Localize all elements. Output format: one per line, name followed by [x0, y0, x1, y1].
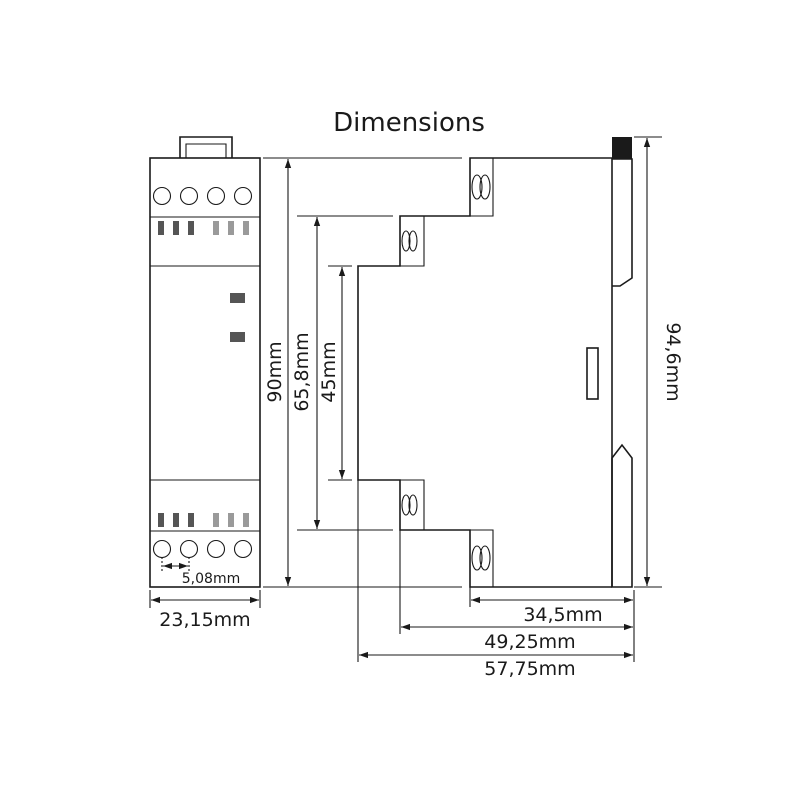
status-led	[230, 332, 245, 342]
terminal-screw-icon	[206, 539, 226, 559]
depth-49-label: 49,25mm	[484, 631, 575, 653]
height-94-label: 94,6mm	[662, 322, 684, 401]
top-wire-slots	[158, 221, 249, 235]
wire-slot	[213, 513, 219, 527]
side-terminal-top-inner	[400, 215, 425, 267]
wire-slot	[188, 221, 194, 235]
terminal-screw-icon	[179, 186, 199, 206]
front-view: 5,08mm 23,15mm	[149, 136, 261, 631]
pitch-label: 5,08mm	[182, 571, 240, 587]
wire-slot	[243, 513, 249, 527]
depth-34-label: 34,5mm	[523, 604, 602, 626]
wire-slot	[188, 513, 194, 527]
front-body-outline	[149, 157, 261, 588]
top-terminal-row	[152, 186, 253, 206]
din-rail-upper-clip	[612, 158, 633, 287]
side-view: 90mm 65,8mm 45mm 94,6mm 34,5mm 49,25mm 5…	[263, 136, 684, 680]
terminal-screw-icon	[152, 539, 172, 559]
wire-slot	[158, 221, 164, 235]
diagram-title: Dimensions	[333, 108, 485, 138]
status-led	[230, 293, 245, 303]
side-terminal-bottom-inner	[400, 479, 425, 531]
width-dimension: 23,15mm	[149, 590, 261, 631]
terminal-screw-icon	[233, 186, 253, 206]
depth-57-label: 57,75mm	[484, 658, 575, 680]
side-label-slot	[586, 347, 599, 400]
pitch-dimension: 5,08mm	[161, 557, 240, 587]
side-terminal-bottom-outer	[470, 529, 494, 588]
wire-slot	[243, 221, 249, 235]
terminal-screw-icon	[206, 186, 226, 206]
din-clip-inner	[185, 143, 227, 158]
din-clip-tab	[179, 136, 233, 158]
height-90-label: 90mm	[264, 341, 286, 402]
height-45-label: 45mm	[318, 341, 340, 402]
din-rail-cap	[612, 137, 632, 159]
side-profile-outline	[357, 157, 612, 588]
side-terminal-top-outer	[470, 157, 494, 217]
bottom-wire-slots	[158, 513, 249, 527]
terminal-screw-icon	[233, 539, 253, 559]
wire-slot	[228, 221, 234, 235]
wire-slot	[228, 513, 234, 527]
wire-slot	[213, 221, 219, 235]
wire-slot	[173, 221, 179, 235]
bottom-terminal-row	[152, 539, 253, 559]
width-label: 23,15mm	[159, 609, 250, 631]
din-rail-lower-clip	[611, 443, 633, 588]
terminal-screw-icon	[179, 539, 199, 559]
wire-slot	[158, 513, 164, 527]
terminal-screw-icon	[152, 186, 172, 206]
height-65-label: 65,8mm	[291, 332, 313, 411]
wire-slot	[173, 513, 179, 527]
